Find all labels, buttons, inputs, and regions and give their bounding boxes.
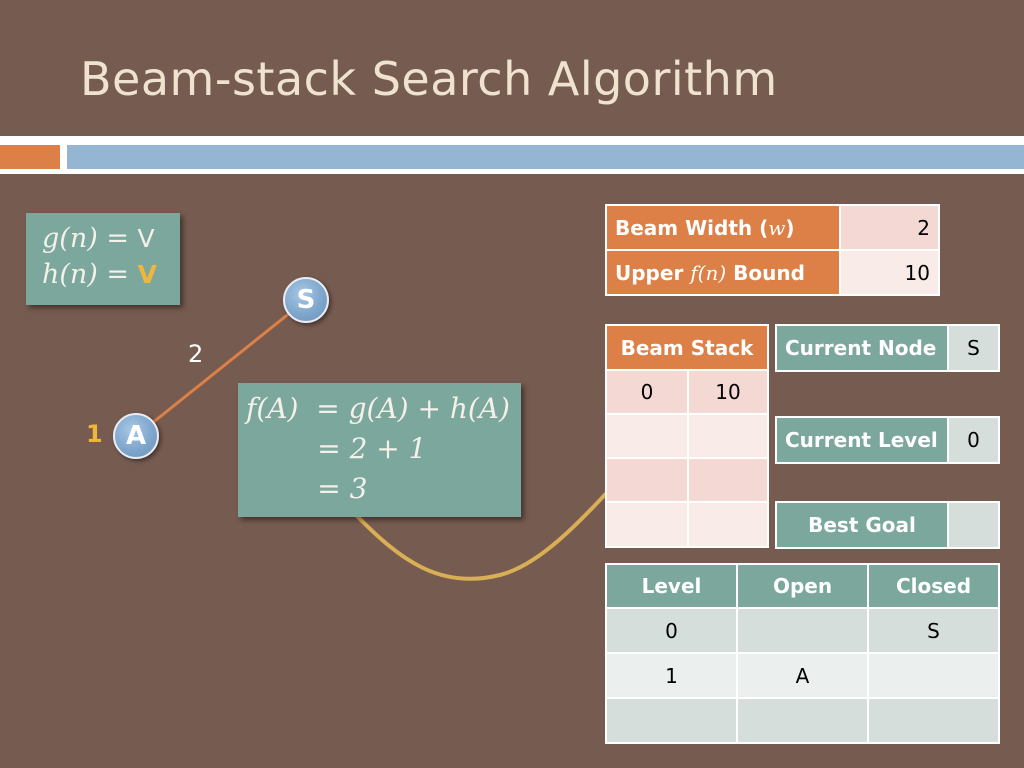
beam-stack-cell: 0 [605, 369, 689, 415]
current-node-row: Current Node S [775, 324, 1000, 372]
beam-width-row: Beam Width (w) 2 [605, 204, 940, 251]
node-depth-label: 1 [86, 420, 103, 448]
current-level-table: Current Level 0 [775, 416, 1000, 464]
beam-stack-cell [605, 457, 689, 503]
levels-header-open: Open [736, 563, 869, 609]
beam-stack-row [605, 501, 769, 548]
best-goal-label: Best Goal [775, 501, 949, 549]
f-formula-line-1: f(A) = g(A) + h(A) [246, 392, 510, 425]
levels-header-closed: Closed [867, 563, 1000, 609]
f-formula-line-3: = 3 [246, 472, 368, 505]
beam-stack-cell [687, 501, 769, 548]
graph-node-s: S [283, 277, 329, 323]
levels-header-level: Level [605, 563, 738, 609]
levels-cell: 0 [605, 607, 738, 654]
h-definition: h(n) = V [42, 257, 180, 293]
beam-stack-row [605, 413, 769, 459]
current-level-label: Current Level [775, 416, 949, 464]
levels-table: Level Open Closed 0 S 1 A [605, 563, 1000, 744]
g-definition: g(n) = V [42, 221, 180, 257]
upper-bound-label: Upper f(n) Bound [605, 249, 841, 296]
beam-width-label: Beam Width (w) [605, 204, 841, 251]
g-symbol: V [137, 224, 155, 253]
current-node-table: Current Node S [775, 324, 1000, 372]
current-node-label: Current Node [775, 324, 949, 372]
levels-row: 0 S [605, 607, 1000, 654]
f-formula-box: f(A) = g(A) + h(A) = 2 + 1 = 3 [238, 383, 521, 517]
upper-bound-value: 10 [839, 249, 940, 296]
graph-node-a: A [113, 413, 159, 459]
levels-cell: A [736, 652, 869, 699]
levels-cell [736, 697, 869, 744]
beam-width-value: 2 [839, 204, 940, 251]
current-node-value: S [947, 324, 1000, 372]
levels-cell [605, 697, 738, 744]
beam-stack-cell [687, 457, 769, 503]
divider-accent-orange [0, 145, 60, 169]
best-goal-value [947, 501, 1000, 549]
slide-title: Beam-stack Search Algorithm [80, 52, 778, 106]
levels-cell [736, 607, 869, 654]
levels-cell [867, 697, 1000, 744]
h-label: h(n) = [42, 259, 138, 290]
h-symbol: V [137, 260, 157, 289]
beam-stack-row [605, 457, 769, 503]
heuristic-box: g(n) = V h(n) = V [26, 213, 180, 305]
levels-cell: S [867, 607, 1000, 654]
parameters-table: Beam Width (w) 2 Upper f(n) Bound 10 [605, 204, 940, 296]
beam-stack-table: Beam Stack 0 10 [605, 324, 769, 548]
f-formula-line-2: = 2 + 1 [246, 432, 427, 465]
levels-row [605, 697, 1000, 744]
best-goal-row: Best Goal [775, 501, 1000, 549]
current-level-value: 0 [947, 416, 1000, 464]
levels-row: 1 A [605, 652, 1000, 699]
levels-cell [867, 652, 1000, 699]
beam-stack-header-row: Beam Stack [605, 324, 769, 371]
beam-stack-cell [605, 413, 689, 459]
edge-cost-label: 2 [188, 340, 204, 368]
beam-stack-cell [605, 501, 689, 548]
best-goal-table: Best Goal [775, 501, 1000, 549]
levels-cell: 1 [605, 652, 738, 699]
divider-accent-blue [67, 145, 1024, 169]
upper-bound-row: Upper f(n) Bound 10 [605, 249, 940, 296]
current-level-row: Current Level 0 [775, 416, 1000, 464]
beam-stack-row: 0 10 [605, 369, 769, 415]
g-label: g(n) = [42, 223, 138, 254]
beam-stack-cell: 10 [687, 369, 769, 415]
beam-stack-cell [687, 413, 769, 459]
beam-stack-header: Beam Stack [605, 324, 769, 371]
levels-header-row: Level Open Closed [605, 563, 1000, 609]
